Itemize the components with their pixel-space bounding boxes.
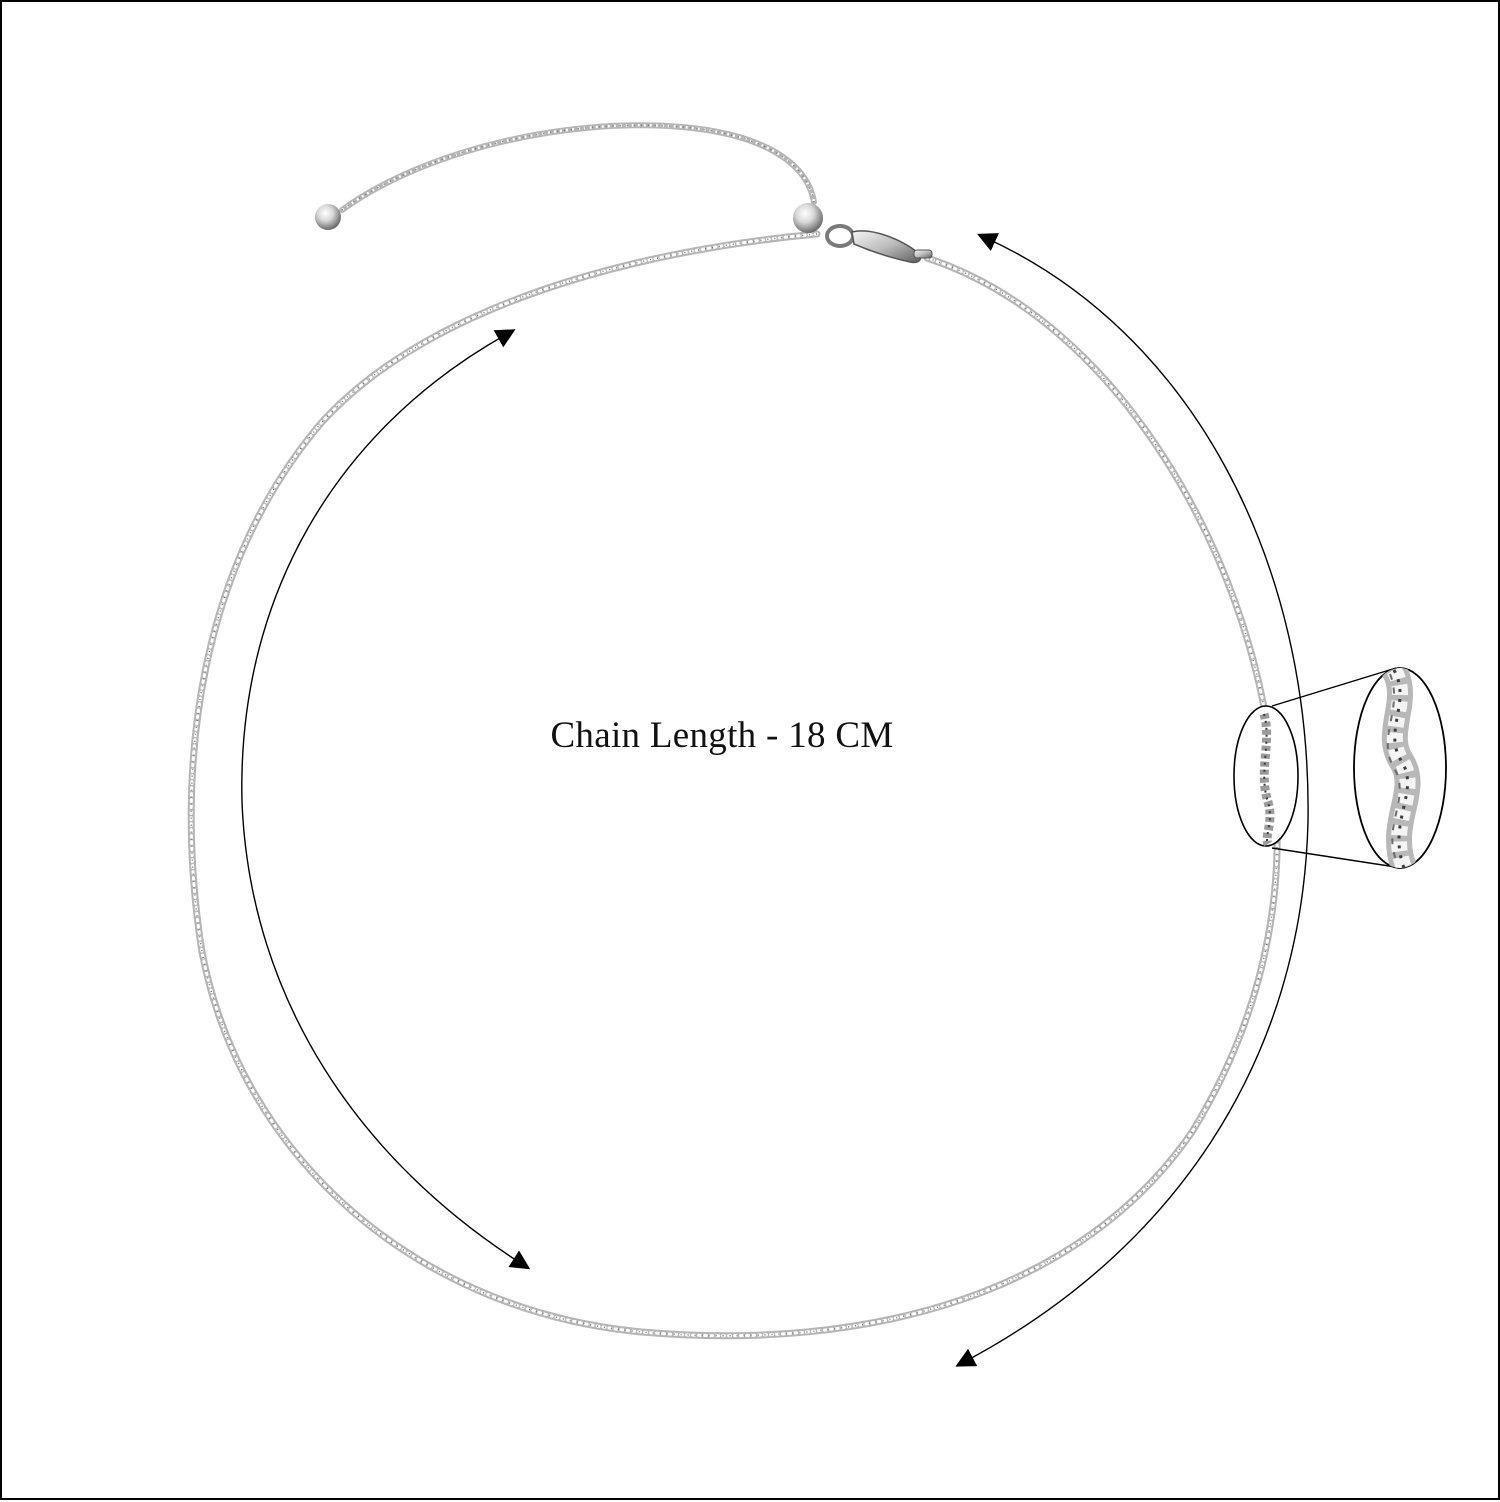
chain-length-caption: Chain Length - 18 CM xyxy=(550,715,894,756)
zoom-source-ellipse xyxy=(1233,705,1299,847)
slider-bead-icon xyxy=(793,203,823,233)
chain-loop xyxy=(187,230,1281,1340)
inner-measure-arrow xyxy=(241,329,531,1270)
zoom-connector-top xyxy=(1271,667,1397,707)
zoom-detail-ellipse xyxy=(1353,667,1447,869)
outer-measure-arrow xyxy=(955,233,1309,1367)
lobster-clasp-icon xyxy=(825,224,933,264)
zoom-connector-bottom xyxy=(1271,847,1403,869)
chain-tail xyxy=(339,122,817,213)
end-bead-icon xyxy=(315,204,341,230)
